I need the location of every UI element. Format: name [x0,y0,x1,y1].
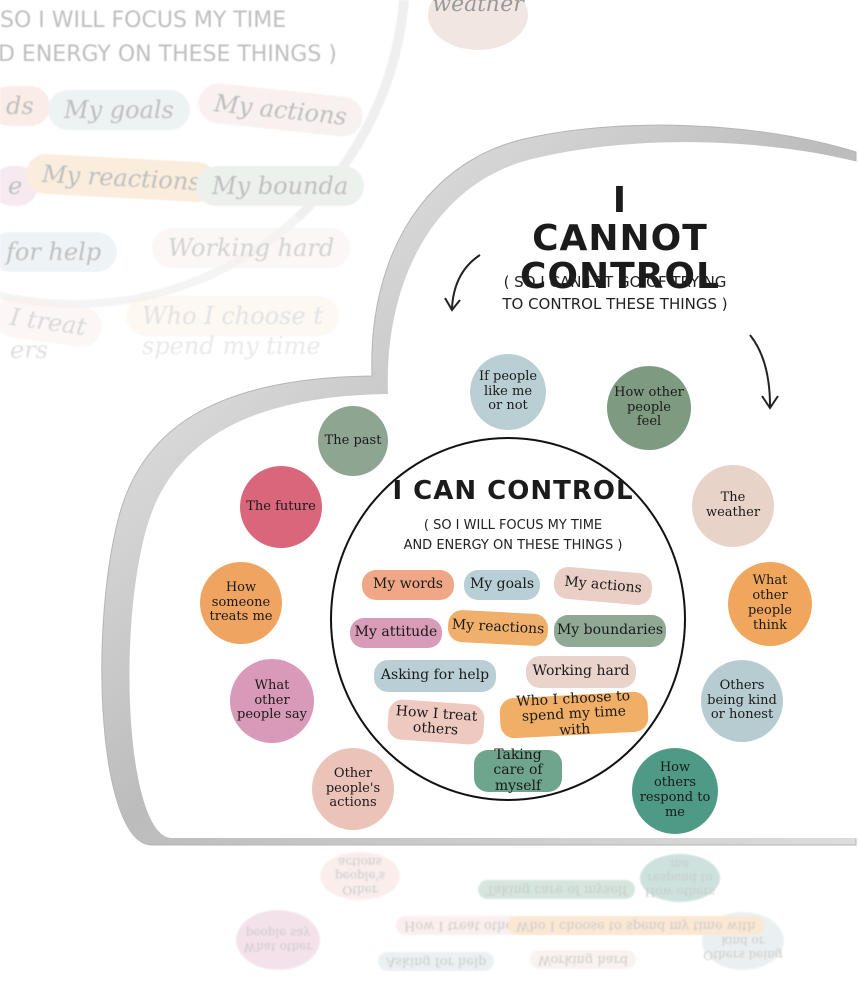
pill-my-goals: My goals [464,570,540,600]
can-title: I CAN CONTROL [392,476,634,506]
circle-the-future: The future [240,466,322,548]
circle-how-someone-treats-me: How someone treats me [200,562,282,644]
circle-label: Other people's actions [325,765,381,811]
pill-label: Taking care of myself [493,746,543,794]
pill-label: My words [373,576,443,593]
reflection-label: Other people's actions [334,855,386,897]
circle-the-weather: The weather [692,465,774,547]
ghost-pill: Who I choose t [126,296,339,336]
circle-what-people-say: What other people say [230,659,314,743]
reflection-label: What other people say [243,926,313,954]
can-subtitle-line-1: ( SO I WILL FOCUS MY TIME [423,518,603,533]
reflection-circle: Other people's actions [320,852,400,900]
circle-label: The weather [705,490,761,520]
can-subtitle-line-2: AND ENERGY ON THESE THINGS ) [403,537,623,553]
pill-who-i-choose: Who I choose to spend my time with [499,687,649,739]
pill-label: Asking for help [380,667,490,684]
arrow-left-icon [444,254,481,312]
circle-people-like-me: If people like me or not [470,354,546,430]
pill-my-attitude: My attitude [350,618,442,648]
reflection-pill: Taking care of myself [478,880,636,899]
ghost-pill: My goals [48,90,190,130]
pill-label: My reactions [451,616,545,638]
pill-how-i-treat-others: How I treat others [386,698,486,746]
pill-my-boundaries: My boundaries [554,615,666,647]
pill-label: My actions [563,573,643,597]
ghost-line-1: SO I WILL FOCUS MY TIME [0,8,287,33]
circle-others-kind-honest: Others being kind or honest [701,660,783,742]
reflection-pill: Who I choose to spend my time with [508,916,764,935]
ghost-pill: Working hard [152,228,351,268]
circle-label: The future [246,498,316,514]
pill-label: My boundaries [556,622,664,639]
pill-label: My goals [469,576,535,593]
pill-working-hard: Working hard [526,656,636,688]
reflection-pill: Working hard [530,950,637,969]
pill-label: Working hard [532,663,630,680]
pill-my-reactions: My reactions [447,609,549,647]
circle-label: What other people say [237,677,307,723]
circle-other-peoples-actions: Other people's actions [312,748,394,830]
circle-the-past: The past [318,406,388,476]
circle-label: If people like me or not [478,368,538,414]
pill-label: My attitude [354,624,438,641]
circle-how-others-feel: How other people feel [607,366,691,450]
can-control-circle [330,437,686,801]
pill-taking-care: Taking care of myself [474,746,562,794]
ghost-pill: ds [0,86,50,126]
ghost-pill: ers [10,336,48,364]
reflection-circle: How others respond to me [640,854,720,902]
circle-label: The past [324,432,382,448]
ghost-pill: My bounda [196,166,365,206]
circle-label: How other people feel [614,384,684,430]
ghost-line-2: D ENERGY ON THESE THINGS ) [0,42,337,67]
arrow-right-icon [749,334,779,410]
reflection-label: How others respond to me [644,857,716,899]
circle-what-people-think: What other people think [728,562,812,646]
circle-label: Others being kind or honest [707,677,777,723]
cannot-title: I CANNOT CONTROL [520,182,720,295]
pill-label: Who I choose to spend my time with [515,687,631,739]
circle-label: How someone treats me [209,579,273,625]
circle-how-others-respond: How others respond to me [632,748,718,834]
can-subtitle: ( SO I WILL FOCUS MY TIME AND ENERGY ON … [388,516,638,555]
cannot-subtitle-line-2: TO CONTROL THESE THINGS ) [502,294,728,313]
reflection-pill: Asking for help [378,952,495,971]
pill-label: How I treat others [395,702,478,739]
cannot-title-line-1: I CANNOT [532,180,708,259]
ghost-pill: for help [0,232,118,272]
pill-my-words: My words [362,570,454,600]
cannot-subtitle-line-1: ( SO I CAN LET GO OF TRYING [503,273,727,291]
ghost-pill: spend my time [142,332,321,360]
background-ghost-plaque: SO I WILL FOCUS MY TIME D ENERGY ON THES… [0,0,420,420]
cannot-subtitle: ( SO I CAN LET GO OF TRYING TO CONTROL T… [470,272,760,316]
circle-label: How others respond to me [639,760,711,820]
circle-label: What other people think [747,573,792,633]
plaque-reflection: Other people's actions How others respon… [0,840,858,1001]
cannot-title-line-2: CONTROL [520,255,720,297]
pill-asking-for-help: Asking for help [374,660,496,692]
reflection-circle: What other people say [236,910,320,970]
